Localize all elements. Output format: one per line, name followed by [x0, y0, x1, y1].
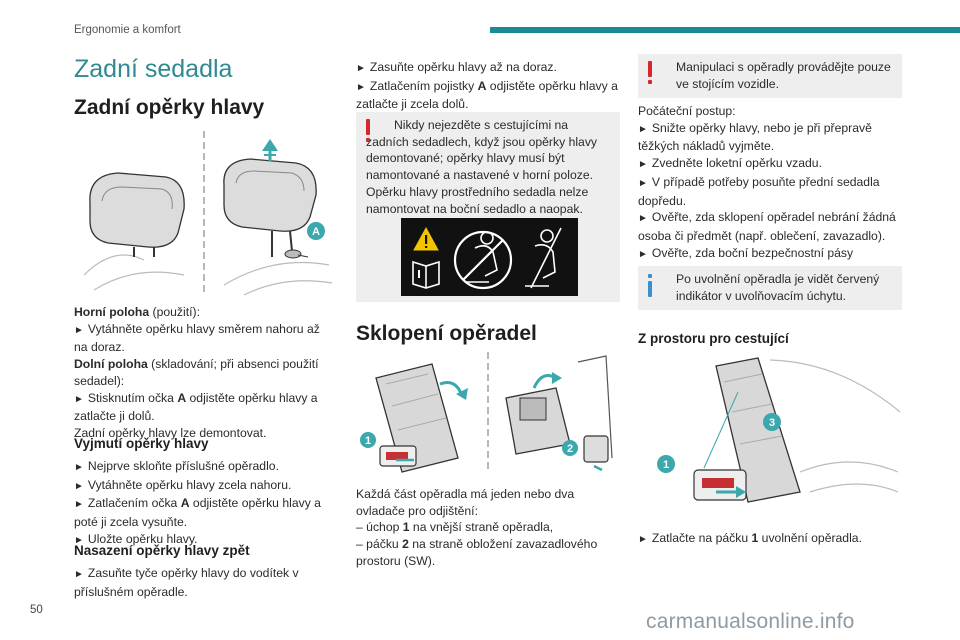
- lock-step-ref: A: [477, 78, 487, 93]
- upper-position-note: (použití):: [149, 305, 200, 319]
- upper-position-step: Vytáhněte opěrku hlavy směrem nahoru až …: [74, 321, 320, 355]
- upper-position-label: Horní poloha: [74, 305, 150, 319]
- pictogram-panel: [401, 218, 578, 296]
- no-passenger-icon: [453, 230, 513, 290]
- install-steps: ►Zasuňte tyče opěrky hlavy do vodítek v …: [74, 565, 336, 600]
- step-arrow-icon: ►: [74, 480, 84, 492]
- install-step-1: Zasuňte tyče opěrky hlavy do vodítek v p…: [74, 566, 299, 599]
- lower-position-note: (skladování; při absenci použití sedadel…: [74, 357, 319, 388]
- remove-step-3-rest: odjistěte opěrku hlavy a poté ji zcela v…: [74, 496, 321, 530]
- page-title: Zadní sedadla: [74, 55, 233, 83]
- control-2-text: – páčku: [356, 537, 403, 552]
- subheading-install-headrest: Nasazení opěrky hlavy zpět: [74, 543, 250, 558]
- lock-step-rest: odjistěte opěrku hlavy a zatlačte ji zce…: [356, 78, 618, 112]
- subheading-from-passenger-area: Z prostoru pro cestující: [638, 331, 789, 346]
- step-arrow-icon: ►: [638, 213, 648, 225]
- insert-step: Zasuňte opěrku hlavy až na doraz.: [369, 60, 557, 74]
- info-text-indicator: Po uvolnění opěradla je vidět červený in…: [676, 272, 880, 303]
- seated-passenger-icon: [525, 227, 562, 289]
- passenger-area-step: ►Zatlačte na páčku 1 uvolnění opěradla.: [638, 530, 904, 549]
- step-arrow-icon: ►: [74, 393, 84, 405]
- lever-ref: 1: [751, 531, 759, 545]
- info-box-indicator: Po uvolnění opěradla je vidět červený in…: [638, 266, 902, 310]
- remove-step-1: Nejprve skloňte příslušné opěradlo.: [87, 459, 279, 473]
- figure-label-3: 3: [769, 417, 775, 429]
- step-arrow-icon: ►: [638, 534, 648, 545]
- remove-step-2: Vytáhněte opěrku hlavy zcela nahoru.: [87, 477, 292, 492]
- step-arrow-icon: ►: [356, 63, 366, 74]
- removable-note: Zadní opěrky hlavy lze demontovat.: [74, 425, 267, 440]
- step-arrow-icon: ►: [638, 159, 648, 171]
- header-section-title: Ergonomie a komfort: [74, 24, 181, 36]
- figure-label-a: A: [312, 226, 320, 238]
- procedure-step-3: V případě potřeby posuňte přední sedadla…: [638, 174, 880, 208]
- procedure-step-2: Zvedněte loketní opěrku vzadu.: [651, 156, 822, 171]
- warning-triangle-icon: [413, 226, 439, 251]
- lower-step-part: Stisknutím očka: [87, 390, 178, 405]
- procedure-step-1: Snižte opěrky hlavy, nebo je při přeprav…: [638, 120, 872, 154]
- warning-box-headrests: Nikdy nejezděte s cestujícími na zadních…: [356, 112, 620, 302]
- lower-step-ref: A: [177, 390, 187, 405]
- figure-label-1: 1: [365, 435, 371, 447]
- passenger-area-illustration: 1 3: [657, 357, 901, 503]
- red-exclamation-icon: [366, 119, 370, 143]
- lower-position-label: Dolní poloha: [74, 357, 148, 372]
- lever-step: Zatlačte na páčku: [651, 531, 752, 545]
- step-arrow-icon: ►: [638, 248, 648, 260]
- step-arrow-icon: ►: [74, 569, 84, 580]
- lower-step-rest: odjistěte opěrku hlavy a zatlačte ji dol…: [74, 390, 318, 424]
- header-accent-bar: [490, 27, 960, 33]
- initial-procedure: Počáteční postup: ►Snižte opěrky hlavy, …: [638, 103, 904, 280]
- control-1-text: – úchop: [356, 520, 403, 535]
- step-arrow-icon: ►: [74, 462, 84, 473]
- initial-procedure-title: Počáteční postup:: [638, 104, 736, 118]
- step-arrow-icon: ►: [74, 499, 84, 511]
- step-arrow-icon: ►: [74, 534, 84, 546]
- warning-text-headrests: Nikdy nejezděte s cestujícími na zadních…: [366, 118, 598, 216]
- control-2-rest: na straně obložení zavazadlového prostor…: [356, 537, 598, 568]
- backrest-fold-illustration: 1 2: [360, 352, 613, 473]
- section-title-fold-backrests: Sklopení opěradel: [356, 322, 537, 345]
- remove-step-3-ref: A: [180, 496, 190, 511]
- warning-text-stationary: Manipulaci s opěradly provádějte pouze v…: [676, 60, 891, 91]
- step-arrow-icon: ►: [638, 177, 648, 189]
- fold-controls-text: Každá část opěradla má jeden nebo dva ov…: [356, 486, 621, 570]
- lever-step-rest: uvolnění opěradla.: [758, 531, 862, 545]
- procedure-step-4: Ověřte, zda sklopení opěradel nebrání žá…: [638, 210, 896, 243]
- step-arrow-icon: ►: [356, 81, 366, 93]
- red-exclamation-icon: [648, 61, 652, 85]
- control-2-ref: 2: [402, 537, 409, 552]
- remove-step-3: Zatlačením očka: [87, 496, 181, 511]
- step-arrow-icon: ►: [638, 123, 648, 135]
- blue-info-icon: [648, 273, 652, 297]
- figure-label-1: 1: [663, 459, 669, 471]
- manual-book-icon: [412, 260, 440, 289]
- section-title-headrests: Zadní opěrky hlavy: [74, 96, 265, 119]
- headrest-positions-text: Horní poloha (použití): ►Vytáhněte opěrk…: [74, 304, 336, 442]
- remove-step-4: Uložte opěrku hlavy.: [87, 531, 198, 546]
- step-arrow-icon: ►: [74, 324, 84, 336]
- control-1-ref: 1: [402, 520, 410, 535]
- figure-label-2: 2: [567, 443, 573, 455]
- subheading-remove-headrest: Vyjmutí opěrky hlavy: [74, 436, 209, 451]
- remove-steps: ►Nejprve skloňte příslušné opěradlo. ►Vy…: [74, 458, 336, 550]
- watermark: carmanualsonline.info: [646, 610, 855, 633]
- headrest-illustration: A: [83, 131, 333, 296]
- lock-step: Zatlačením pojistky: [369, 78, 478, 93]
- page-number: 50: [30, 604, 43, 616]
- headrest-continued-steps: ►Zasuňte opěrku hlavy až na doraz. ►Zatl…: [356, 59, 621, 113]
- fold-controls-intro: Každá část opěradla má jeden nebo dva ov…: [356, 487, 575, 518]
- warning-box-stationary: Manipulaci s opěradly provádějte pouze v…: [638, 54, 902, 98]
- control-1-rest: na vnější straně opěradla,: [409, 520, 554, 535]
